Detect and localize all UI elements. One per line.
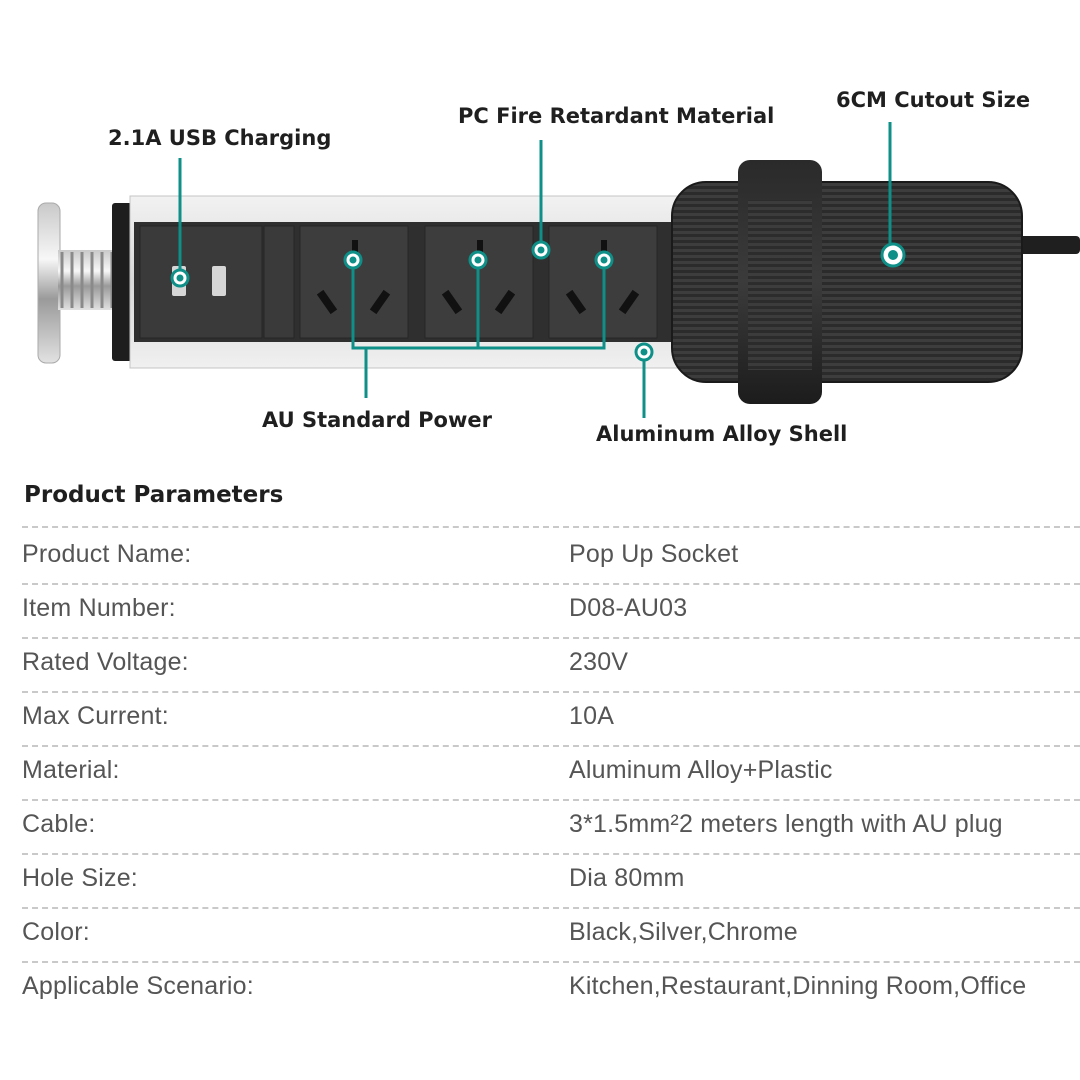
param-label: Color: [22, 918, 90, 946]
param-value: Aluminum Alloy+Plastic [569, 756, 833, 784]
callout-shell: Aluminum Alloy Shell [596, 422, 848, 446]
divider [22, 637, 1080, 639]
params-title: Product Parameters [24, 482, 284, 508]
end-plate [112, 203, 132, 361]
callout-marker-usb [170, 268, 190, 288]
product-figure: 2.1A USB Charging PC Fire Retardant Mate… [0, 0, 1080, 470]
divider [22, 745, 1080, 747]
callout-pc-material: PC Fire Retardant Material [458, 104, 775, 128]
divider [22, 961, 1080, 963]
table-row: Color: Black,Silver,Chrome [0, 908, 1080, 961]
param-value: Pop Up Socket [569, 540, 739, 568]
callout-au-power: AU Standard Power [262, 408, 492, 432]
callout-marker-shell [634, 342, 654, 362]
pop-up-socket-illustration [37, 122, 1080, 418]
param-value: D08-AU03 [569, 594, 688, 622]
chrome-end-cap [37, 202, 61, 364]
callout-cutout: 6CM Cutout Size [836, 88, 1031, 112]
divider [22, 583, 1080, 585]
param-value: Kitchen,Restaurant,Dinning Room,Office [569, 972, 1027, 1000]
usb-port-2 [212, 266, 226, 296]
power-cable [1010, 236, 1080, 254]
divider [22, 907, 1080, 909]
param-value: Black,Silver,Chrome [569, 918, 798, 946]
divider [22, 853, 1080, 855]
callout-usb: 2.1A USB Charging [108, 126, 332, 150]
param-value: 3*1.5mm²2 meters length with AU plug [569, 810, 1003, 838]
callout-marker-outlet-1 [343, 250, 363, 270]
param-label: Product Name: [22, 540, 192, 568]
callout-marker-outlet-3 [594, 250, 614, 270]
table-row: Rated Voltage: 230V [0, 638, 1080, 691]
table-row: Hole Size: Dia 80mm [0, 854, 1080, 907]
param-label: Hole Size: [22, 864, 138, 892]
callout-lines [178, 122, 892, 418]
table-row: Item Number: D08-AU03 [0, 584, 1080, 637]
param-label: Cable: [22, 810, 96, 838]
table-row: Product Name: Pop Up Socket [0, 530, 1080, 583]
param-label: Applicable Scenario: [22, 972, 254, 1000]
divider [22, 799, 1080, 801]
callout-marker-pc [531, 240, 551, 260]
usb-module [139, 225, 263, 339]
table-row: Max Current: 10A [0, 692, 1080, 745]
param-label: Rated Voltage: [22, 648, 189, 676]
callout-marker-outlet-2 [468, 250, 488, 270]
table-row: Cable: 3*1.5mm²2 meters length with AU p… [0, 800, 1080, 853]
divider [22, 526, 1080, 528]
callout-marker-cutout [880, 242, 906, 268]
param-value: Dia 80mm [569, 864, 685, 892]
param-label: Item Number: [22, 594, 176, 622]
table-row: Material: Aluminum Alloy+Plastic [0, 746, 1080, 799]
param-label: Max Current: [22, 702, 169, 730]
param-value: 10A [569, 702, 615, 730]
table-row: Applicable Scenario: Kitchen,Restaurant,… [0, 962, 1080, 1015]
threaded-collar [672, 182, 1022, 382]
param-value: 230V [569, 648, 629, 676]
param-label: Material: [22, 756, 120, 784]
divider [22, 691, 1080, 693]
